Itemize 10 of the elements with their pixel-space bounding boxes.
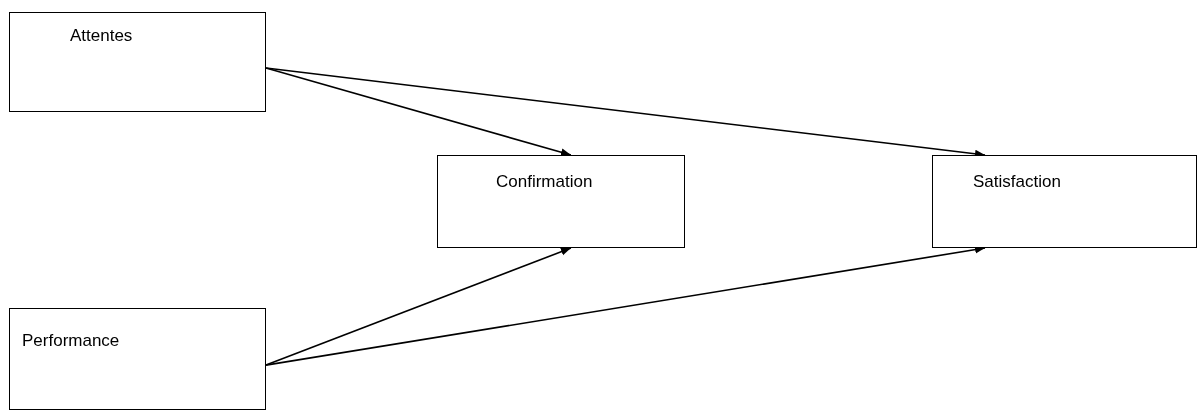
box xyxy=(437,155,685,248)
box-label: Confirmation xyxy=(496,172,593,192)
box-label: Satisfaction xyxy=(973,172,1061,192)
box-label: Performance xyxy=(22,331,120,351)
box xyxy=(932,155,1197,248)
arrow xyxy=(265,247,572,366)
arrow xyxy=(265,67,572,157)
box xyxy=(9,308,266,410)
box xyxy=(9,12,266,112)
box-label: Attentes xyxy=(70,26,133,46)
